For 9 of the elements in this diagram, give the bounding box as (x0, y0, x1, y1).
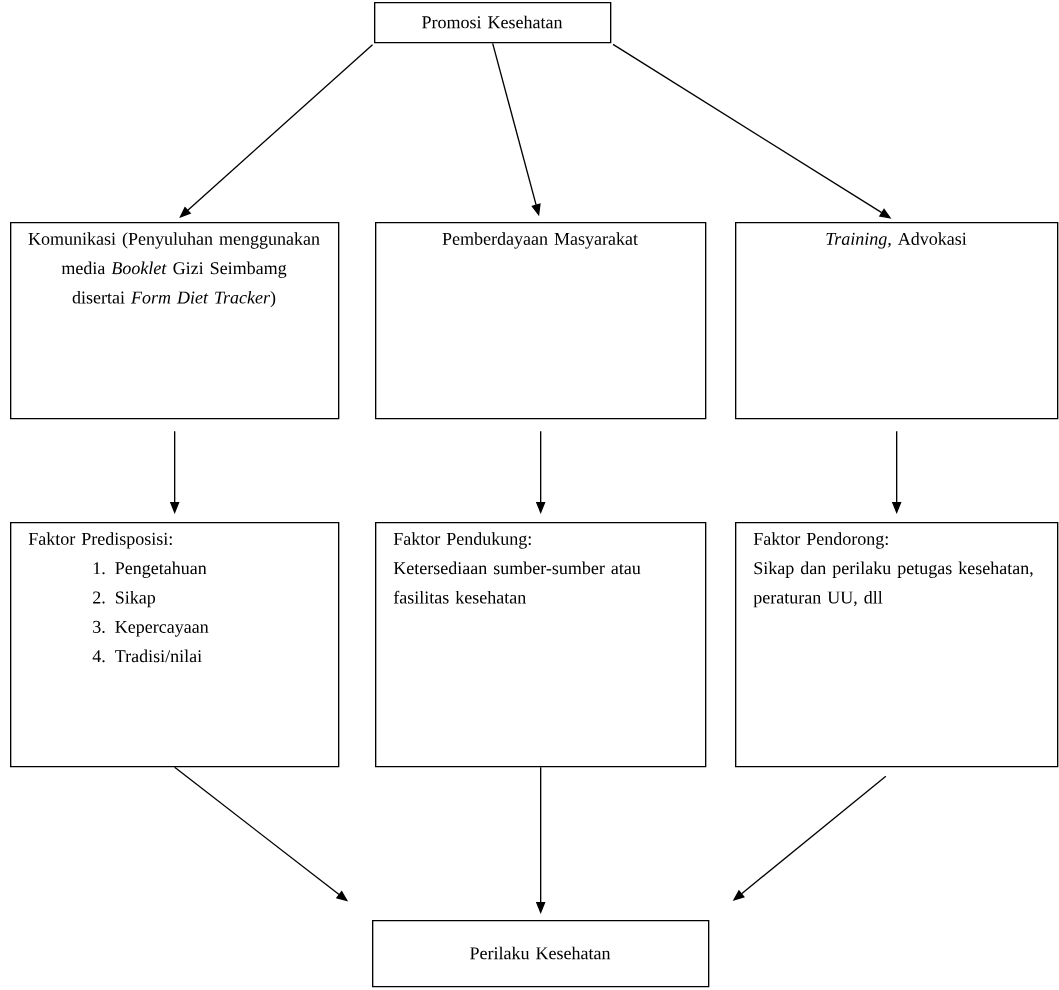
process-box: Perilaku Kesehatan (372, 920, 710, 988)
process-box: Faktor Pendukung: Ketersediaan sumber-sumber atau fasilitas kesehatan (375, 522, 707, 768)
process-box: Faktor Predisposisi: 1. Pengetahuan 2. Sikap 3. Kepercayaan 4. Tradisi/nilai (10, 522, 340, 768)
process-box: Pemberdayaan Masyarakat (375, 222, 707, 420)
arrow (179, 44, 374, 218)
process-box: Faktor Pendorong: Sikap dan perilaku petugas kesehatan, peraturan UU, dll (735, 522, 1059, 768)
process-box: Training, Advokasi (735, 222, 1059, 420)
process-box: Komunikasi (Penyuluhan menggunakan media Booklet Gizi Seimbamg disertai Form Diet Tracker) (10, 222, 340, 420)
process-box: Promosi Kesehatan (374, 2, 612, 44)
